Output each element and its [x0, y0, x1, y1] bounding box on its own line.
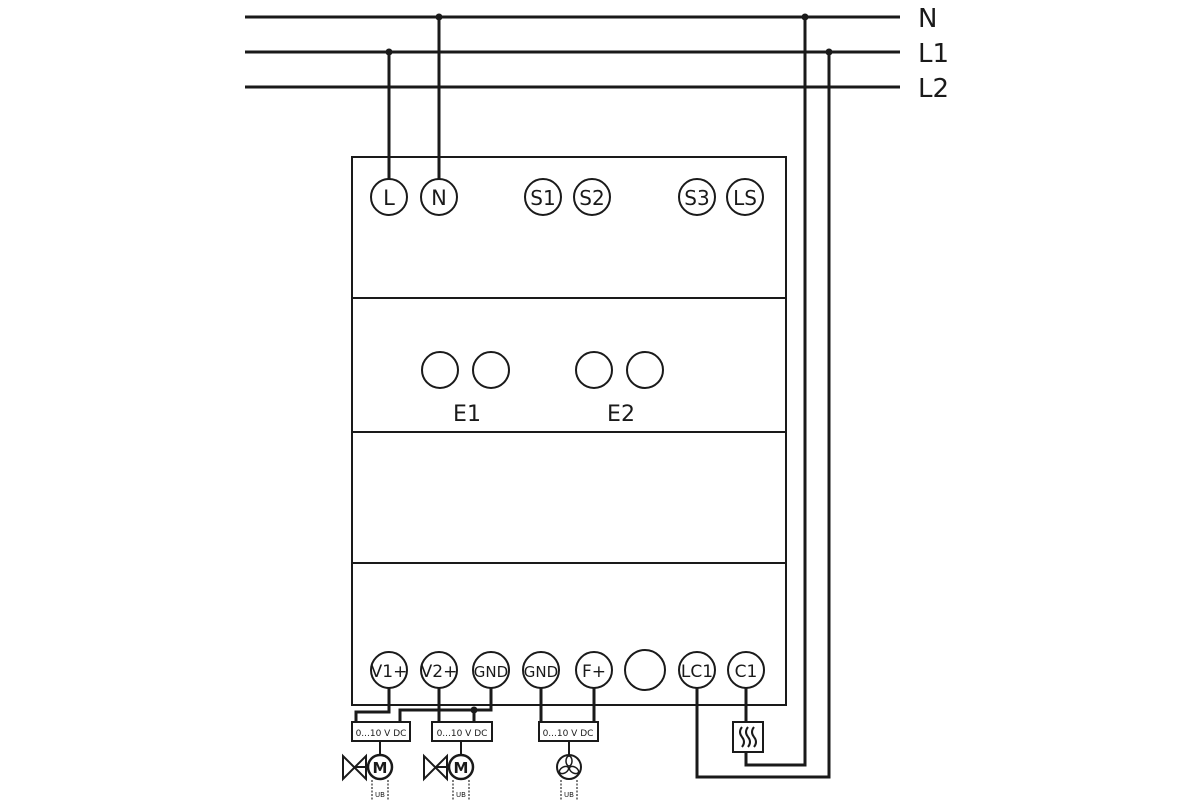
input-terminal [421, 351, 459, 389]
heating-icon [739, 726, 757, 748]
terminal-lc1: LC1 [678, 651, 716, 689]
bottom-terminals: V1+ V2+ GND GND F+ LC1 C1 [370, 649, 765, 691]
terminal-gnd-1: GND [472, 651, 510, 689]
svg-text:LC1: LC1 [681, 662, 713, 682]
input-terminal [626, 351, 664, 389]
svg-text:L: L [383, 186, 395, 210]
valve-icon [423, 753, 448, 782]
svg-text:S2: S2 [579, 186, 604, 210]
group-label-e2: E2 [607, 402, 635, 427]
terminal-v1: V1+ [370, 651, 408, 689]
svg-text:M: M [373, 759, 388, 777]
svg-text:N: N [431, 186, 447, 210]
svg-text:M: M [454, 759, 469, 777]
device-housing [351, 156, 787, 706]
valve-actuator-1: M UB [342, 741, 394, 800]
heater-element [732, 721, 764, 753]
terminal-v2: V2+ [420, 651, 458, 689]
bus-label-l1: L1 [918, 39, 949, 69]
terminal-s3: S3 [678, 178, 716, 216]
supply-label: UB [456, 791, 466, 799]
svg-text:S3: S3 [684, 186, 709, 210]
bus-label-l2: L2 [918, 74, 949, 104]
terminal-c1: C1 [727, 651, 765, 689]
supply-label: UB [375, 791, 385, 799]
valve-actuator-2: M UB [423, 741, 475, 800]
input-groups: E1 E2 [421, 351, 664, 427]
supply-label: UB [564, 791, 574, 799]
motor-icon [447, 753, 475, 781]
output-wires [354, 688, 596, 722]
motor-icon [366, 753, 394, 781]
svg-text:F+: F+ [582, 662, 606, 682]
terminal-blank [624, 649, 666, 691]
bus-lines: N L1 L2 [245, 4, 949, 104]
signal-label: 0...10 V DC [437, 729, 488, 739]
svg-text:V1+: V1+ [371, 662, 408, 682]
signal-label: 0...10 V DC [356, 729, 407, 739]
supply-wires [385, 13, 833, 779]
top-terminals: L N S1 S2 S3 LS [370, 178, 764, 216]
svg-text:GND: GND [524, 663, 558, 681]
valve-icon [342, 753, 367, 782]
svg-text:GND: GND [474, 663, 508, 681]
signal-label: 0...10 V DC [543, 729, 594, 739]
svg-text:S1: S1 [530, 186, 555, 210]
svg-text:V2+: V2+ [421, 662, 458, 682]
terminal-n: N [420, 178, 458, 216]
terminal-gnd-2: GND [522, 651, 560, 689]
signal-boxes: 0...10 V DC 0...10 V DC 0...10 V DC [351, 721, 599, 742]
bus-label-n: N [918, 4, 937, 34]
terminal-s1: S1 [524, 178, 562, 216]
input-terminal [472, 351, 510, 389]
input-terminal [575, 351, 613, 389]
terminal-f: F+ [575, 651, 613, 689]
svg-text:C1: C1 [735, 662, 758, 682]
terminal-l: L [370, 178, 408, 216]
fan-icon [556, 754, 582, 780]
svg-text:LS: LS [733, 186, 757, 210]
terminal-ls: LS [726, 178, 764, 216]
terminal-s2: S2 [573, 178, 611, 216]
fan-actuator: UB [556, 741, 582, 800]
group-label-e1: E1 [453, 402, 481, 427]
